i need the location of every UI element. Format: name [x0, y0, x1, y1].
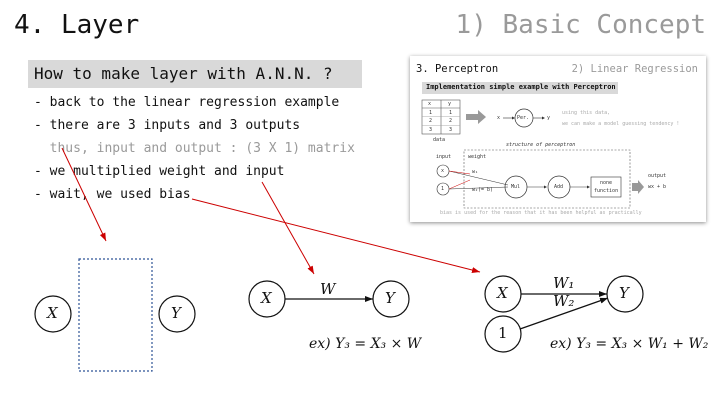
d3-y-label: Y	[619, 284, 629, 302]
bullet-bias: - wait, we used bias	[34, 187, 191, 202]
table-cell: 3	[429, 126, 433, 133]
mul-label: Mul	[511, 184, 521, 190]
none-function-box	[590, 176, 622, 198]
inset-heading: Implementation simple example with Perce…	[426, 83, 616, 91]
d1-y-node	[158, 295, 196, 333]
bullet-matrix-note: thus, input and output : (3 X 1) matrix	[34, 141, 355, 156]
d3-w1-label: W₁	[553, 274, 575, 292]
inset-title: 3. Perceptron	[416, 63, 499, 75]
table-caption: data	[433, 137, 446, 143]
table-header-x: x	[428, 101, 432, 107]
inset-diagram	[421, 99, 644, 209]
add-label: Add	[554, 184, 564, 190]
inset-footer: bias is used for the reason that it has …	[440, 210, 642, 216]
w2-label: w₂(= b)	[472, 187, 494, 193]
structure-label: structure of perceptron	[506, 142, 576, 148]
gray-arrow-2	[632, 180, 644, 194]
red-arrow-weight	[261, 181, 315, 275]
output-label: output	[648, 173, 667, 179]
slide-title: 4. Layer	[14, 10, 140, 40]
output-expression: wx + b	[648, 184, 667, 190]
input-label: input	[436, 154, 452, 160]
w1-label: w₁	[472, 169, 479, 175]
gray-arrow-1	[466, 110, 486, 124]
d3-example-equation: ex) Y₃ = X₃ × W₁ + W₂	[550, 336, 709, 352]
table-cell: 2	[449, 118, 453, 124]
d2-weight-label: W	[320, 280, 336, 298]
d3-bias-label: 1	[498, 324, 508, 342]
d2-y-node	[372, 280, 410, 318]
inset-node-x: x	[441, 168, 445, 174]
function-label: function	[594, 188, 619, 194]
table-cell: 3	[449, 126, 453, 133]
bullet-weight-input: - we multiplied weight and input	[34, 164, 285, 179]
red-arrow-bias	[191, 198, 481, 273]
d3-w2-label: W₂	[553, 292, 575, 310]
d1-x-node	[34, 295, 72, 333]
bullet-inputs-outputs: - there are 3 inputs and 3 outputs	[34, 118, 301, 133]
d3-y-node	[606, 275, 644, 313]
bullet-linear-regression: - back to the linear regression example	[34, 95, 340, 110]
table-cell: 1	[429, 109, 433, 116]
question-heading: How to make layer with A.N.N. ?	[34, 64, 333, 83]
d2-example-equation: ex) Y₃ = X₃ × W	[309, 336, 422, 352]
d2-x-label: X	[261, 289, 272, 307]
table-header-y: y	[448, 101, 452, 107]
note-line-1: using this data,	[562, 110, 611, 116]
inset-heading-bar	[422, 82, 618, 94]
d2-y-label: Y	[385, 289, 395, 307]
inset-y-label: y	[547, 115, 551, 121]
d3-arrow-w2	[519, 297, 609, 330]
table-cell: 2	[429, 118, 433, 124]
per-label: Per.	[517, 115, 530, 121]
none-label: none	[600, 180, 613, 186]
d3-bias-node	[484, 315, 522, 353]
table-cell: 1	[449, 109, 453, 116]
note-line-2: we can make a model guessing tendency !	[562, 121, 680, 127]
d1-layer-box	[78, 258, 153, 372]
red-arrow-matrix	[61, 147, 107, 242]
inset-section: 2) Linear Regression	[571, 63, 698, 75]
inset-node-one: 1	[441, 186, 445, 192]
inset-x-label: x	[497, 115, 501, 121]
d1-x-label: X	[47, 304, 58, 322]
d3-x-label: X	[497, 284, 508, 302]
weight-label: weight	[468, 154, 487, 160]
section-title: 1) Basic Concept	[455, 10, 706, 40]
heading-highlight	[28, 60, 362, 88]
perceptron-slide-thumbnail: 3. Perceptron 2) Linear Regression Imple…	[410, 56, 706, 222]
d1-y-label: Y	[171, 304, 181, 322]
